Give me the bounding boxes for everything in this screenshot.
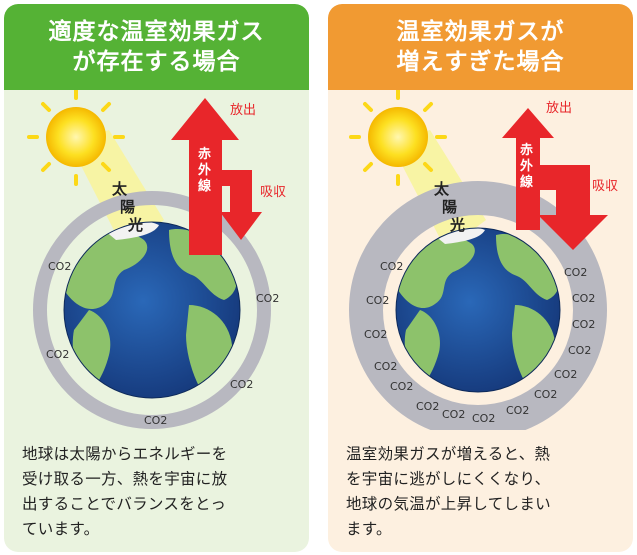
header-title-line: 温室効果ガスが xyxy=(396,19,565,45)
co2-label: CO2 xyxy=(390,380,413,393)
caption-line: 受け取る一方、熱を宇宙に放 xyxy=(22,470,228,488)
co2-label: CO2 xyxy=(364,328,387,341)
sunlight-label-char: 陽 xyxy=(442,198,457,216)
caption-line: 温室効果ガスが増えると、熱 xyxy=(346,445,551,463)
explanation-text: 温室効果ガスが増えると、熱 を宇宙に逃がしにくくなり、 地球の気温が上昇してしま… xyxy=(346,442,621,542)
caption-line: ています。 xyxy=(22,520,100,538)
co2-label: CO2 xyxy=(374,360,397,373)
explanation-text: 地球は太陽からエネルギーを 受け取る一方、熱を宇宙に放 出することでバランスをと… xyxy=(22,442,297,542)
co2-label: CO2 xyxy=(48,260,71,273)
co2-label: CO2 xyxy=(366,294,389,307)
infrared-emit-arrow xyxy=(171,98,239,255)
co2-label: CO2 xyxy=(568,344,591,357)
panel-header: 温室効果ガスが 増えすぎた場合 xyxy=(328,4,633,90)
header-title-line: 適度な温室効果ガス xyxy=(48,19,265,45)
infrared-label-char: 線 xyxy=(198,178,212,194)
panel-header: 適度な温室効果ガス が存在する場合 xyxy=(4,4,309,90)
co2-label: CO2 xyxy=(46,348,69,361)
sunlight-label-char: 光 xyxy=(127,216,143,234)
caption-line: 地球の気温が上昇してしまい xyxy=(346,495,551,513)
infrared-label-char: 赤 xyxy=(520,142,533,158)
co2-label: CO2 xyxy=(472,412,495,425)
caption-line: 地球は太陽からエネルギーを xyxy=(22,445,228,463)
caption-line: 出することでバランスをとっ xyxy=(22,495,227,513)
earth-globe xyxy=(395,227,561,393)
greenhouse-scene: 太 陽 光 赤 外 線 放出 吸収 CO2 CO2 CO2 CO2 CO2 xyxy=(4,90,309,430)
sunlight-label-char: 光 xyxy=(449,216,465,234)
co2-label: CO2 xyxy=(506,404,529,417)
co2-ring xyxy=(33,191,271,429)
absorb-arrow xyxy=(536,165,608,250)
co2-label: CO2 xyxy=(144,414,167,427)
caption-line: を宇宙に逃がしにくくなり、 xyxy=(346,470,551,488)
sunlight-label-char: 陽 xyxy=(120,198,135,216)
emit-label: 放出 xyxy=(546,101,572,116)
sun-icon xyxy=(349,90,447,186)
co2-label: CO2 xyxy=(572,292,595,305)
sunlight-label-char: 太 xyxy=(112,180,128,198)
sunlight-label-char: 太 xyxy=(434,180,450,198)
infrared-label-char: 赤 xyxy=(198,146,211,162)
panel-excess-greenhouse: 温室効果ガスが 増えすぎた場合 xyxy=(328,4,633,552)
infrared-emit-arrow xyxy=(502,108,554,230)
co2-label: CO2 xyxy=(534,388,557,401)
header-title-line: 増えすぎた場合 xyxy=(396,49,565,75)
absorb-label: 吸収 xyxy=(592,179,618,194)
scene-illustration: 太 陽 光 赤 外 線 放出 吸収 CO2 CO2 CO2 CO2 CO2 xyxy=(27,90,286,429)
absorb-label: 吸収 xyxy=(260,185,286,200)
greenhouse-scene: 太 陽 光 赤 外 線 放出 吸収 CO2 CO2 CO2 CO2 CO2 CO… xyxy=(328,90,633,430)
header-title-line: が存在する場合 xyxy=(72,49,241,75)
co2-label: CO2 xyxy=(230,378,253,391)
co2-ring xyxy=(349,181,607,430)
sun-icon xyxy=(27,90,125,186)
co2-label: CO2 xyxy=(380,260,403,273)
caption-line: ます。 xyxy=(346,520,392,538)
scene-illustration: 太 陽 光 赤 外 線 放出 吸収 CO2 CO2 CO2 CO2 CO2 CO… xyxy=(349,90,618,430)
infrared-label-char: 線 xyxy=(520,174,534,190)
panel-moderate-greenhouse: 適度な温室効果ガス が存在する場合 xyxy=(4,4,309,552)
infrared-label-char: 外 xyxy=(197,162,211,178)
co2-label: CO2 xyxy=(572,318,595,331)
emit-label: 放出 xyxy=(230,103,256,118)
co2-label: CO2 xyxy=(442,408,465,421)
co2-label: CO2 xyxy=(416,400,439,413)
co2-label: CO2 xyxy=(554,368,577,381)
co2-label: CO2 xyxy=(564,266,587,279)
co2-label: CO2 xyxy=(256,292,279,305)
absorb-arrow xyxy=(218,170,262,240)
infrared-label-char: 外 xyxy=(519,158,533,174)
